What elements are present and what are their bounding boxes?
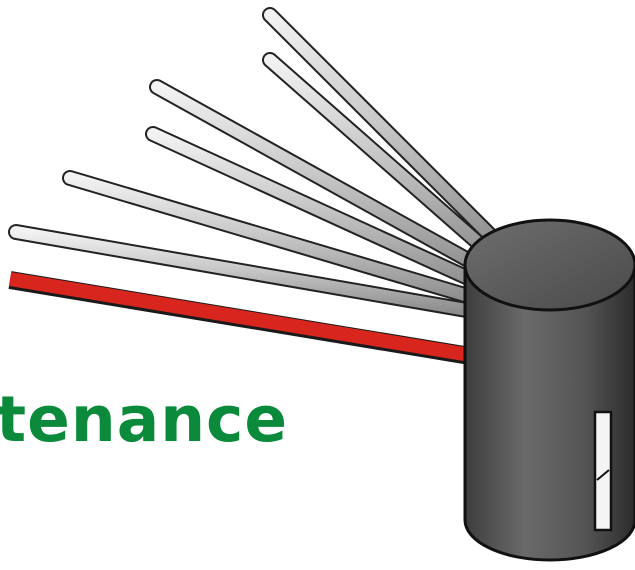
arm-1 — [262, 7, 513, 258]
arm-6 — [8, 224, 486, 320]
arm-2 — [262, 52, 508, 270]
headline-text: tenance — [0, 383, 289, 456]
arm-5 — [62, 170, 493, 309]
barrier-housing — [463, 218, 635, 562]
arm-3 — [149, 79, 503, 283]
arm-red — [8, 271, 472, 365]
arm-4 — [145, 126, 498, 296]
housing-slot — [593, 410, 613, 532]
